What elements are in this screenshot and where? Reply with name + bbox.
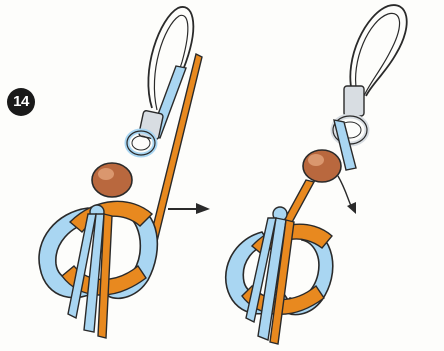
figure-before bbox=[39, 7, 202, 338]
strap-loop-icon-2 bbox=[350, 5, 406, 96]
figure-after bbox=[226, 5, 407, 344]
orange-cord-icon-2 bbox=[282, 180, 314, 226]
strap-connector-icon-2 bbox=[344, 86, 364, 116]
bead-icon-2 bbox=[303, 150, 341, 182]
bead-icon bbox=[92, 163, 132, 197]
right-arrow-icon bbox=[168, 203, 210, 214]
pull-arrow-icon bbox=[338, 176, 356, 214]
